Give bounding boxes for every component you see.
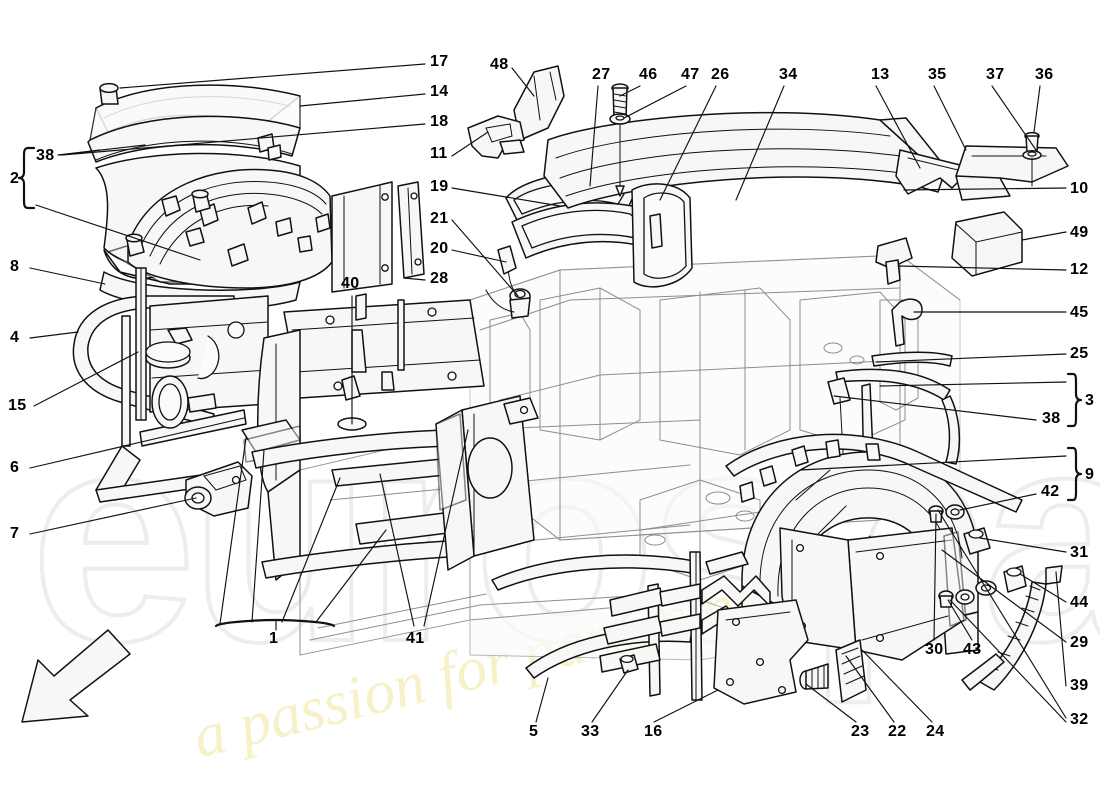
callout-20[interactable]: 20 xyxy=(430,240,449,257)
washer-47 xyxy=(609,113,631,125)
bolt-23 xyxy=(799,663,829,690)
part-group-16-lower-frame xyxy=(491,551,809,705)
callout-2[interactable]: 2 xyxy=(10,170,20,187)
callout-44[interactable]: 44 xyxy=(1070,594,1089,611)
callout-33[interactable]: 33 xyxy=(581,723,600,740)
callout-42[interactable]: 42 xyxy=(1041,483,1060,500)
callout-15[interactable]: 15 xyxy=(8,397,27,414)
callout-17[interactable]: 17 xyxy=(430,53,449,70)
callout-25[interactable]: 25 xyxy=(1070,345,1089,362)
callout-31[interactable]: 31 xyxy=(1070,544,1089,561)
callout-28[interactable]: 28 xyxy=(430,270,449,287)
callout-47[interactable]: 47 xyxy=(681,66,700,83)
part-group-rh-cowl-trim xyxy=(827,131,1069,481)
liner-clips xyxy=(161,133,331,267)
callout-49[interactable]: 49 xyxy=(1070,224,1089,241)
callout-6[interactable]: 6 xyxy=(10,459,20,476)
callout-18[interactable]: 18 xyxy=(430,113,449,130)
callout-26[interactable]: 26 xyxy=(711,66,730,83)
callout-1[interactable]: 1 xyxy=(269,630,279,647)
callout-34[interactable]: 34 xyxy=(779,66,798,83)
callout-10[interactable]: 10 xyxy=(1070,180,1089,197)
callout-40[interactable]: 40 xyxy=(341,275,360,292)
part-group-2-wheelhouse-liner xyxy=(87,82,393,310)
callout-16[interactable]: 16 xyxy=(644,723,663,740)
part-group-4-front-frame xyxy=(72,267,269,517)
part-group-scuttle xyxy=(397,65,947,319)
callout-11[interactable]: 11 xyxy=(430,145,448,162)
callout-12[interactable]: 12 xyxy=(1070,261,1089,278)
callout-41[interactable]: 41 xyxy=(406,630,425,647)
callout-45[interactable]: 45 xyxy=(1070,304,1089,321)
callout-8[interactable]: 8 xyxy=(10,258,20,275)
callout-22[interactable]: 22 xyxy=(888,723,907,740)
callout-39[interactable]: 39 xyxy=(1070,677,1089,694)
part-group-1-floor-panels xyxy=(241,293,539,581)
callout-27[interactable]: 27 xyxy=(592,66,611,83)
callout-38-left[interactable]: 38 xyxy=(36,147,55,164)
callout-19[interactable]: 19 xyxy=(430,178,449,195)
callout-13[interactable]: 13 xyxy=(871,66,890,83)
callout-43[interactable]: 43 xyxy=(963,641,982,658)
callout-9[interactable]: 9 xyxy=(1085,466,1095,483)
callout-23[interactable]: 23 xyxy=(851,723,870,740)
callout-4[interactable]: 4 xyxy=(10,329,20,346)
callout-7[interactable]: 7 xyxy=(10,525,20,542)
arch-clips xyxy=(739,439,881,503)
direction-arrow xyxy=(21,629,131,723)
callout-32[interactable]: 32 xyxy=(1070,711,1089,728)
callout-46[interactable]: 46 xyxy=(639,66,658,83)
bolt-43 xyxy=(938,590,954,608)
callout-24[interactable]: 24 xyxy=(926,723,945,740)
callout-35[interactable]: 35 xyxy=(928,66,947,83)
callout-48[interactable]: 48 xyxy=(490,56,509,73)
washer-37 xyxy=(1022,150,1042,160)
callout-37[interactable]: 37 xyxy=(986,66,1005,83)
callout-38-right[interactable]: 38 xyxy=(1042,410,1061,427)
callout-30[interactable]: 30 xyxy=(925,641,944,658)
callout-29[interactable]: 29 xyxy=(1070,634,1089,651)
callout-36[interactable]: 36 xyxy=(1035,66,1054,83)
leader-lines xyxy=(17,63,1083,723)
callout-5[interactable]: 5 xyxy=(529,723,539,740)
callout-3[interactable]: 3 xyxy=(1085,392,1095,409)
callout-14[interactable]: 14 xyxy=(430,83,449,100)
callout-21[interactable]: 21 xyxy=(430,210,449,227)
part-group-22-fasteners xyxy=(799,639,867,703)
